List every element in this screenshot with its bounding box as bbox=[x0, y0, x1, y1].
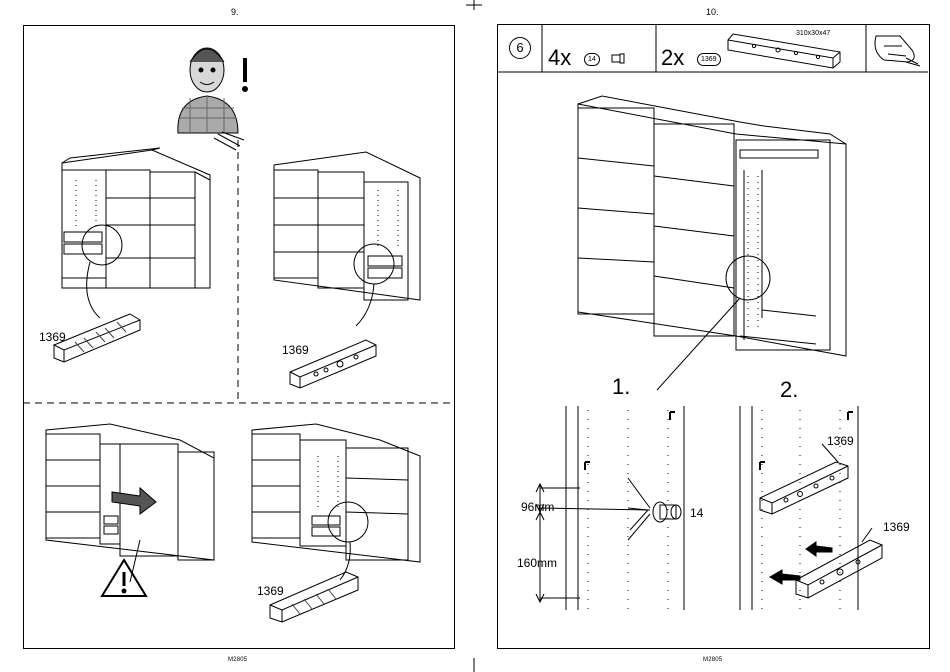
crop-marks bbox=[0, 0, 950, 672]
